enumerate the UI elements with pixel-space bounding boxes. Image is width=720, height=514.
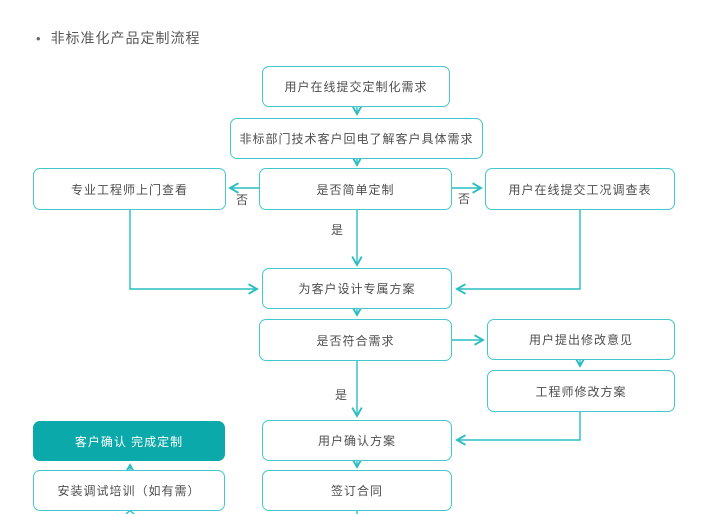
flow-node-install-training: 安装调试培训（如有需） xyxy=(33,470,225,511)
flow-node-engineer-visit: 专业工程师上门查看 xyxy=(33,168,226,210)
flow-node-sign-contract: 签订合同 xyxy=(262,470,452,511)
flow-node-callback: 非标部门技术客户回电了解客户具体需求 xyxy=(230,118,483,159)
flow-node-simple-custom-decision: 是否简单定制 xyxy=(259,168,452,210)
flow-node-submit-requirement: 用户在线提交定制化需求 xyxy=(262,66,450,107)
flow-node-submit-survey: 用户在线提交工况调查表 xyxy=(485,168,675,210)
edge-label-yes-bottom: 是 xyxy=(335,388,348,402)
flow-node-confirm-complete: 客户确认 完成定制 xyxy=(33,421,225,461)
page-title: • 非标准化产品定制流程 xyxy=(36,28,201,48)
edge-label-no-left: 否 xyxy=(236,193,249,207)
flow-node-design-plan: 为客户设计专属方案 xyxy=(262,268,452,309)
flow-node-engineer-revise: 工程师修改方案 xyxy=(487,370,675,412)
flow-node-feedback: 用户提出修改意见 xyxy=(487,319,675,360)
connector-revise-to-confirm-plan xyxy=(455,412,581,446)
title-text: 非标准化产品定制流程 xyxy=(50,30,201,46)
connector-engineer-visit-to-design xyxy=(129,210,259,295)
connector-survey-to-design xyxy=(455,210,581,295)
connector-bottom-up-arrowtip xyxy=(125,509,135,514)
flow-node-confirm-plan: 用户确认方案 xyxy=(262,420,452,461)
title-bullet-icon: • xyxy=(36,30,42,46)
edge-label-yes-top: 是 xyxy=(331,223,344,237)
edge-label-no-right: 否 xyxy=(458,192,471,206)
flow-node-meet-requirement-decision: 是否符合需求 xyxy=(259,319,452,361)
